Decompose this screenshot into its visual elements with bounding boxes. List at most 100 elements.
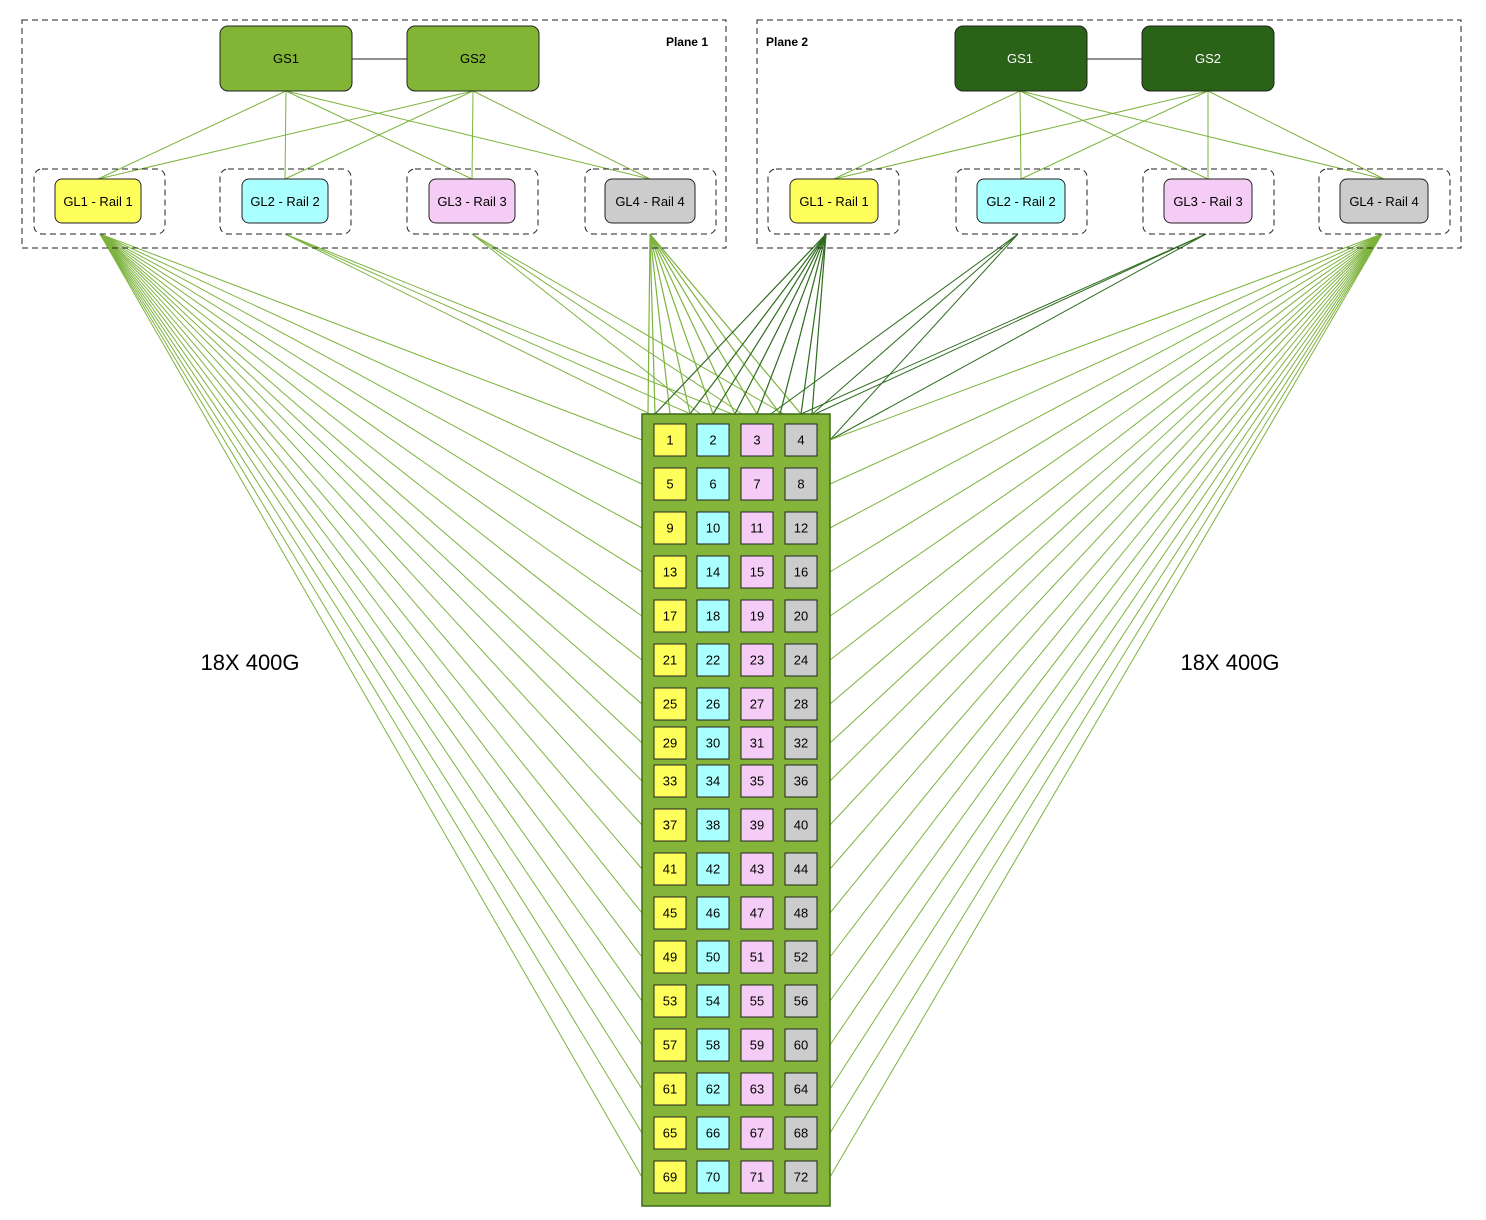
rack-port-label: 48 bbox=[794, 906, 808, 921]
plane-2-rail-4-link-18 bbox=[829, 233, 1383, 1178]
rack-port-29[interactable] bbox=[653, 726, 687, 760]
rack-port-66[interactable] bbox=[696, 1116, 730, 1150]
rack-port-12[interactable] bbox=[784, 511, 818, 545]
rack-port-10[interactable] bbox=[696, 511, 730, 545]
plane-1-spine-gs1[interactable] bbox=[219, 25, 353, 92]
plane-2-leaf-3[interactable] bbox=[1163, 178, 1253, 224]
rack-port-17[interactable] bbox=[653, 599, 687, 633]
rack-port-33[interactable] bbox=[653, 764, 687, 798]
rack-port-46[interactable] bbox=[696, 896, 730, 930]
rack-port-label: 67 bbox=[750, 1126, 764, 1141]
rack-port-47[interactable] bbox=[740, 896, 774, 930]
rack-port-50[interactable] bbox=[696, 940, 730, 974]
rack-port-61[interactable] bbox=[653, 1072, 687, 1106]
rack-port-69[interactable] bbox=[653, 1160, 687, 1194]
rack-port-20[interactable] bbox=[784, 599, 818, 633]
rack-port-22[interactable] bbox=[696, 643, 730, 677]
plane-1-rail-1-link-9 bbox=[99, 233, 643, 782]
rack-port-63[interactable] bbox=[740, 1072, 774, 1106]
rack-port-2[interactable] bbox=[696, 423, 730, 457]
rack-port-14[interactable] bbox=[696, 555, 730, 589]
rack-port-38[interactable] bbox=[696, 808, 730, 842]
plane-2-label: Plane 2 bbox=[766, 35, 808, 49]
rack-port-72[interactable] bbox=[784, 1160, 818, 1194]
rack-port-70[interactable] bbox=[696, 1160, 730, 1194]
rack-port-49[interactable] bbox=[653, 940, 687, 974]
rack-port-26[interactable] bbox=[696, 687, 730, 721]
rack-port-41[interactable] bbox=[653, 852, 687, 886]
plane-2-leaf-2[interactable] bbox=[976, 178, 1066, 224]
rack-port-5[interactable] bbox=[653, 467, 687, 501]
rack-port-4[interactable] bbox=[784, 423, 818, 457]
plane-1-leaf-4[interactable] bbox=[604, 178, 696, 224]
rack-port-31[interactable] bbox=[740, 726, 774, 760]
rack-port-62[interactable] bbox=[696, 1072, 730, 1106]
rack-port-8[interactable] bbox=[784, 467, 818, 501]
links-layer bbox=[97, 90, 1385, 1178]
plane-2-rail-4-link-6 bbox=[829, 233, 1383, 661]
rack-port-13[interactable] bbox=[653, 555, 687, 589]
plane-2-spine-gs1[interactable] bbox=[954, 25, 1088, 92]
rack-port-71[interactable] bbox=[740, 1160, 774, 1194]
rack-port-44[interactable] bbox=[784, 852, 818, 886]
plane-2-leaf-1[interactable] bbox=[789, 178, 879, 224]
rack-port-11[interactable] bbox=[740, 511, 774, 545]
plane-2-leaf-4[interactable] bbox=[1339, 178, 1429, 224]
rack-port-15[interactable] bbox=[740, 555, 774, 589]
rack-port-7[interactable] bbox=[740, 467, 774, 501]
rack-port-52[interactable] bbox=[784, 940, 818, 974]
rack-port-label: 16 bbox=[794, 565, 808, 580]
rack-port-6[interactable] bbox=[696, 467, 730, 501]
rack-port-57[interactable] bbox=[653, 1028, 687, 1062]
plane-1-spine-gs2[interactable] bbox=[406, 25, 540, 92]
rack-port-label: 52 bbox=[794, 950, 808, 965]
rack-port-54[interactable] bbox=[696, 984, 730, 1018]
rack-port-40[interactable] bbox=[784, 808, 818, 842]
rack-port-37[interactable] bbox=[653, 808, 687, 842]
rack-port-34[interactable] bbox=[696, 764, 730, 798]
rack-port-43[interactable] bbox=[740, 852, 774, 886]
rack-port-19[interactable] bbox=[740, 599, 774, 633]
plane-2-spine-gs2[interactable] bbox=[1141, 25, 1275, 92]
rack-port-9[interactable] bbox=[653, 511, 687, 545]
rack-port-60[interactable] bbox=[784, 1028, 818, 1062]
rack-port-18[interactable] bbox=[696, 599, 730, 633]
rack-port-42[interactable] bbox=[696, 852, 730, 886]
plane-1-leaf-2[interactable] bbox=[241, 178, 329, 224]
plane-1-leaf-3[interactable] bbox=[428, 178, 516, 224]
rack-port-53[interactable] bbox=[653, 984, 687, 1018]
plane-2-spine-2-leaf-1-link bbox=[833, 90, 1209, 180]
rack-port-36[interactable] bbox=[784, 764, 818, 798]
rack-port-65[interactable] bbox=[653, 1116, 687, 1150]
rack-port-51[interactable] bbox=[740, 940, 774, 974]
rack-port-label: 66 bbox=[706, 1126, 720, 1141]
rack-port-label: 20 bbox=[794, 609, 808, 624]
rack-port-1[interactable] bbox=[653, 423, 687, 457]
rack-port-56[interactable] bbox=[784, 984, 818, 1018]
rack-port-28[interactable] bbox=[784, 687, 818, 721]
rack-port-24[interactable] bbox=[784, 643, 818, 677]
rack-port-25[interactable] bbox=[653, 687, 687, 721]
rack-port-16[interactable] bbox=[784, 555, 818, 589]
rack-port-68[interactable] bbox=[784, 1116, 818, 1150]
rack-port-48[interactable] bbox=[784, 896, 818, 930]
rack-port-35[interactable] bbox=[740, 764, 774, 798]
rack-port-39[interactable] bbox=[740, 808, 774, 842]
rack-port-30[interactable] bbox=[696, 726, 730, 760]
rack-port-67[interactable] bbox=[740, 1116, 774, 1150]
plane-1-spine-1-leaf-1-link bbox=[97, 90, 287, 180]
rack-port-23[interactable] bbox=[740, 643, 774, 677]
plane-2-rail-4-link-8 bbox=[829, 233, 1383, 744]
rack-port-21[interactable] bbox=[653, 643, 687, 677]
rack-port-label: 51 bbox=[750, 950, 764, 965]
rack-port-27[interactable] bbox=[740, 687, 774, 721]
rack-port-45[interactable] bbox=[653, 896, 687, 930]
plane-1-leaf-1[interactable] bbox=[54, 178, 142, 224]
rack-port-58[interactable] bbox=[696, 1028, 730, 1062]
rack-port-55[interactable] bbox=[740, 984, 774, 1018]
rack-port-32[interactable] bbox=[784, 726, 818, 760]
rack-port-59[interactable] bbox=[740, 1028, 774, 1062]
rack-port-3[interactable] bbox=[740, 423, 774, 457]
rack-port-64[interactable] bbox=[784, 1072, 818, 1106]
plane-2-rail-4-link-17 bbox=[829, 233, 1383, 1134]
